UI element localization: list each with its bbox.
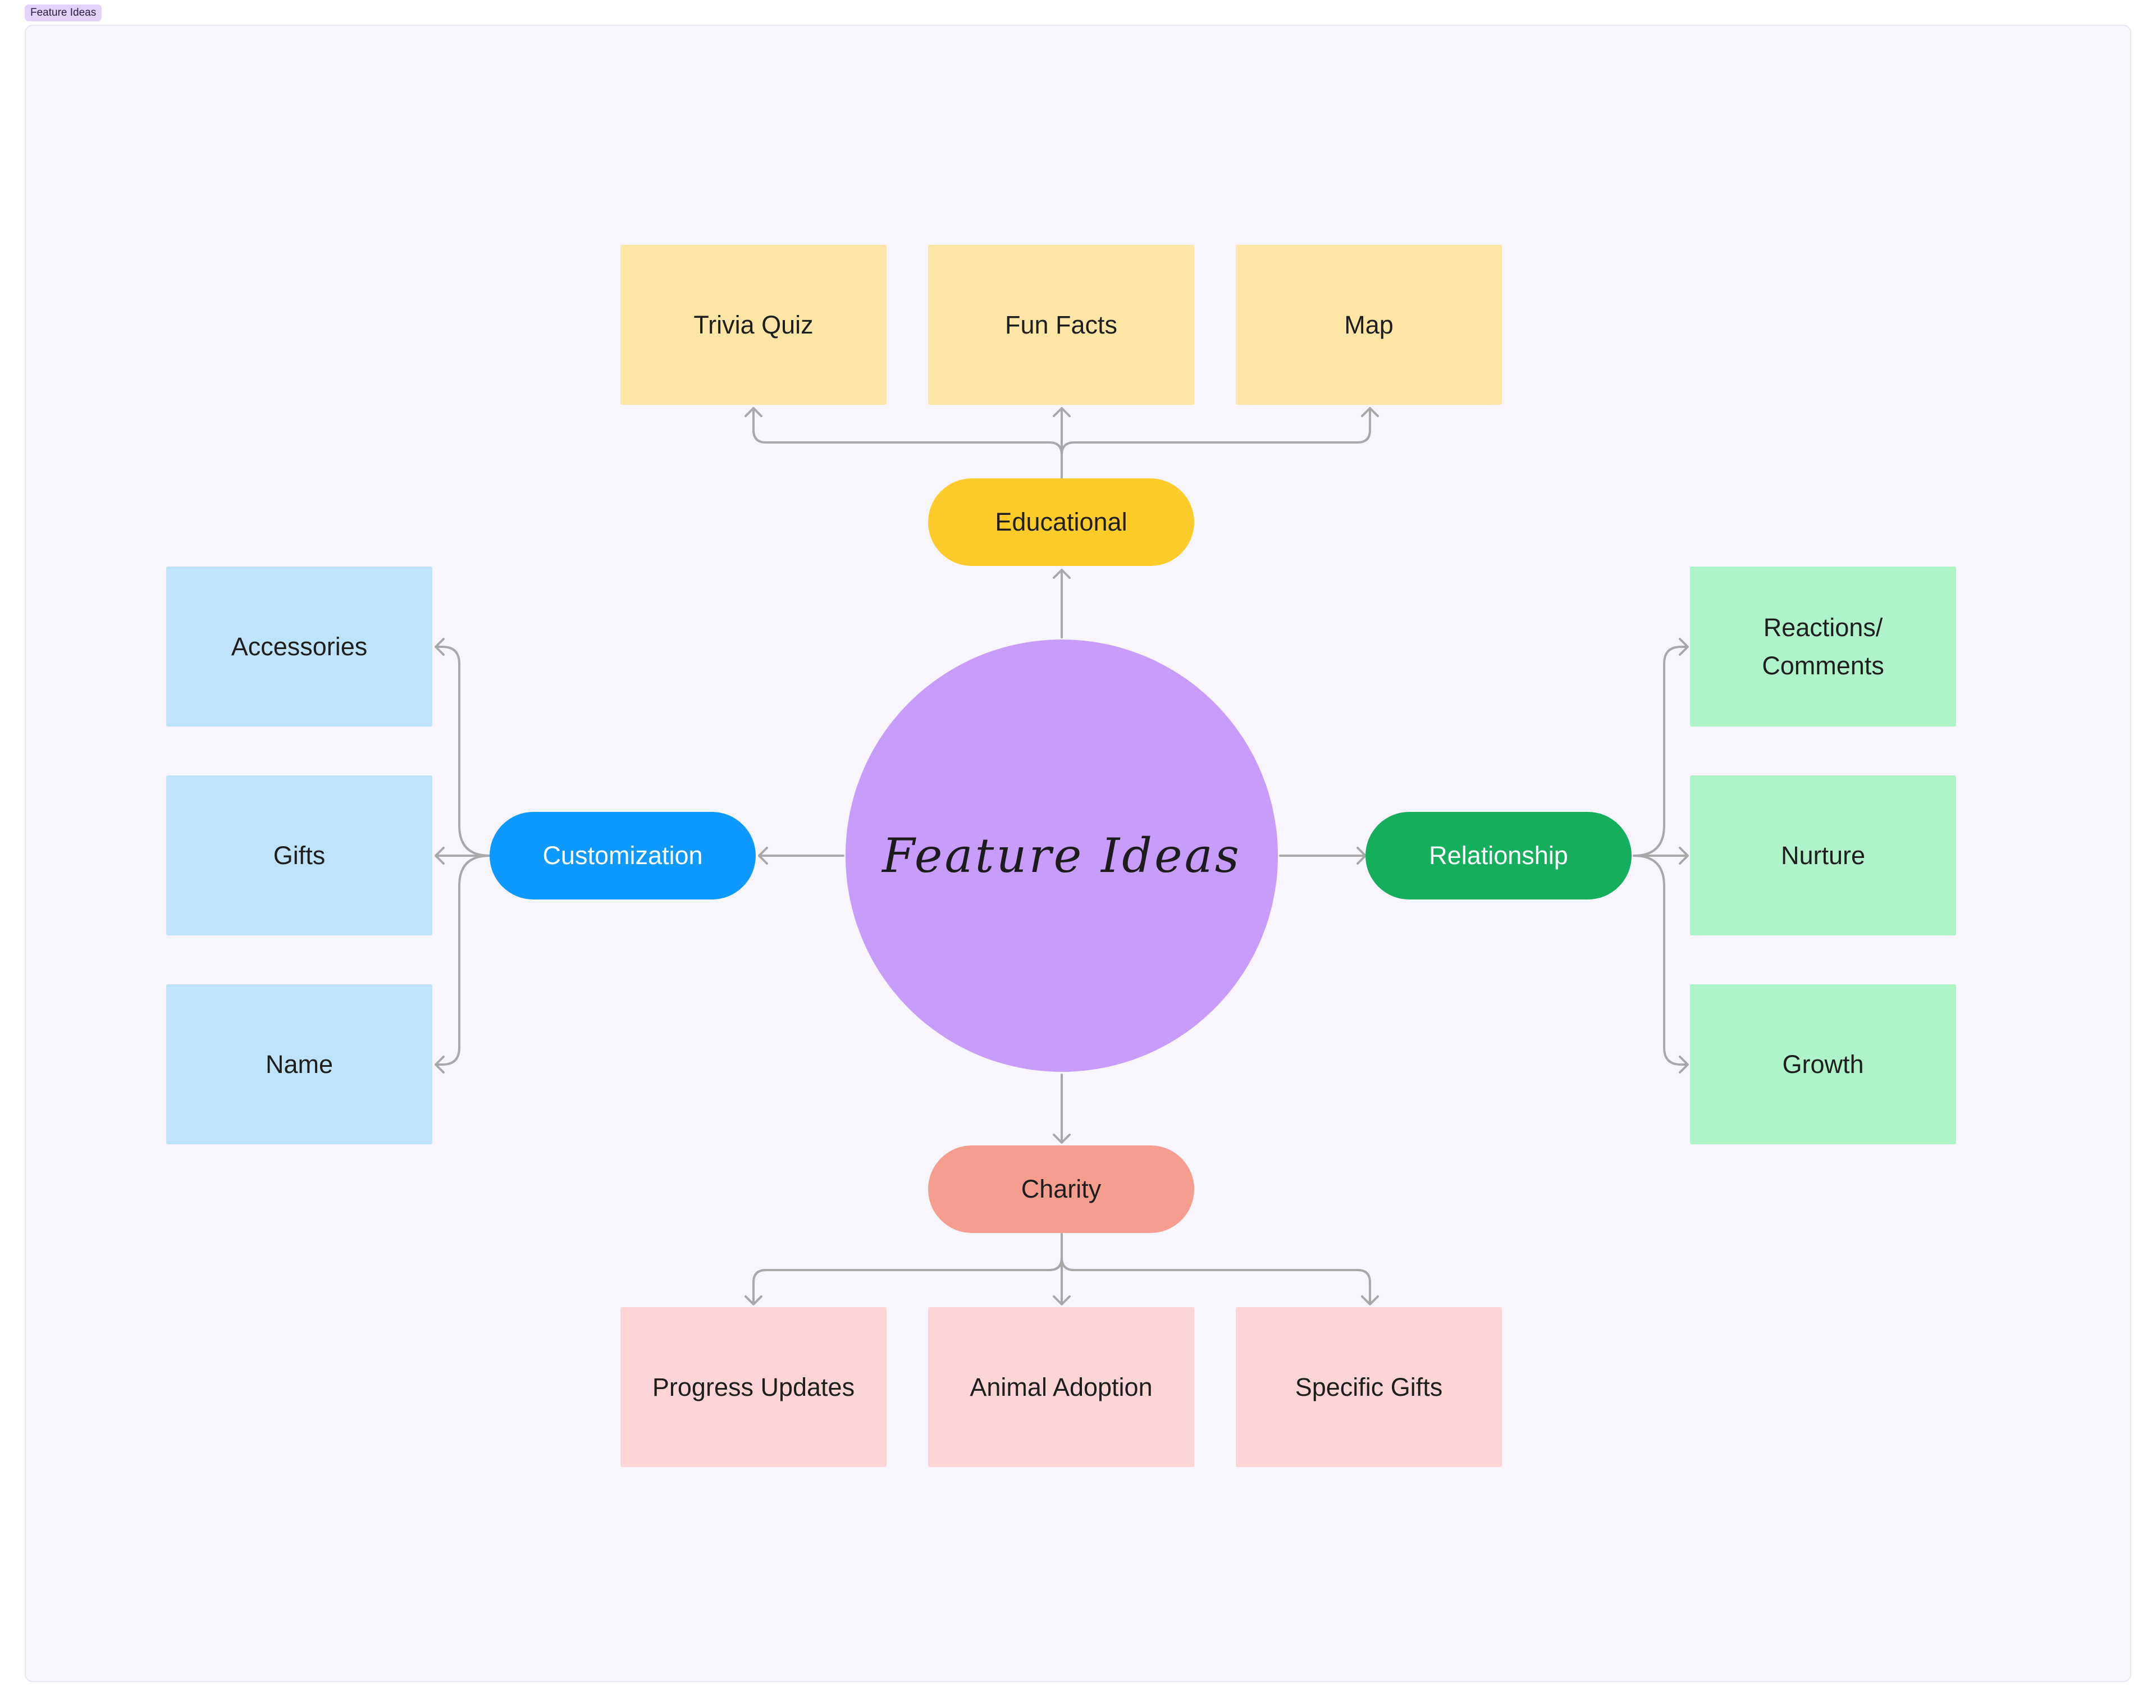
connector-charity-progress [744,1233,1063,1305]
sticky-specific-gifts[interactable]: Specific Gifts [1236,1307,1502,1467]
connector-center-customization [758,847,844,865]
branch-customization[interactable]: Customization [490,812,756,899]
branch-educational[interactable]: Educational [928,478,1194,566]
sticky-gifts[interactable]: Gifts [166,775,432,935]
central-topic-label: Feature Ideas [882,828,1241,883]
sticky-animal-adoption[interactable]: Animal Adoption [928,1307,1194,1467]
connector-educational-map [1061,407,1379,479]
connector-relationship-reactions [1633,638,1689,857]
sticky-trivia-quiz[interactable]: Trivia Quiz [620,245,887,405]
central-topic[interactable]: Feature Ideas [846,640,1278,1072]
sticky-fun-facts[interactable]: Fun Facts [928,245,1194,405]
sticky-reactions-comments[interactable]: Reactions/ Comments [1690,567,1956,727]
connector-charity-gifts [1061,1233,1379,1305]
sticky-map[interactable]: Map [1236,245,1502,405]
section-title-tab[interactable]: Feature Ideas [25,4,102,21]
sticky-growth[interactable]: Growth [1690,984,1956,1144]
connector-center-educational [1053,569,1071,638]
branch-charity[interactable]: Charity [928,1145,1194,1233]
sticky-accessories[interactable]: Accessories [166,567,432,727]
sticky-name[interactable]: Name [166,984,432,1144]
sticky-progress-updates[interactable]: Progress Updates [620,1307,887,1467]
connector-center-relationship [1279,847,1367,865]
branch-relationship[interactable]: Relationship [1365,812,1632,899]
connector-relationship-growth [1633,855,1689,1074]
sticky-nurture[interactable]: Nurture [1690,775,1956,935]
connector-customization-name [435,855,491,1074]
connector-educational-trivia [744,407,1063,479]
connector-customization-accessories [435,638,491,857]
connector-center-charity [1053,1074,1071,1144]
